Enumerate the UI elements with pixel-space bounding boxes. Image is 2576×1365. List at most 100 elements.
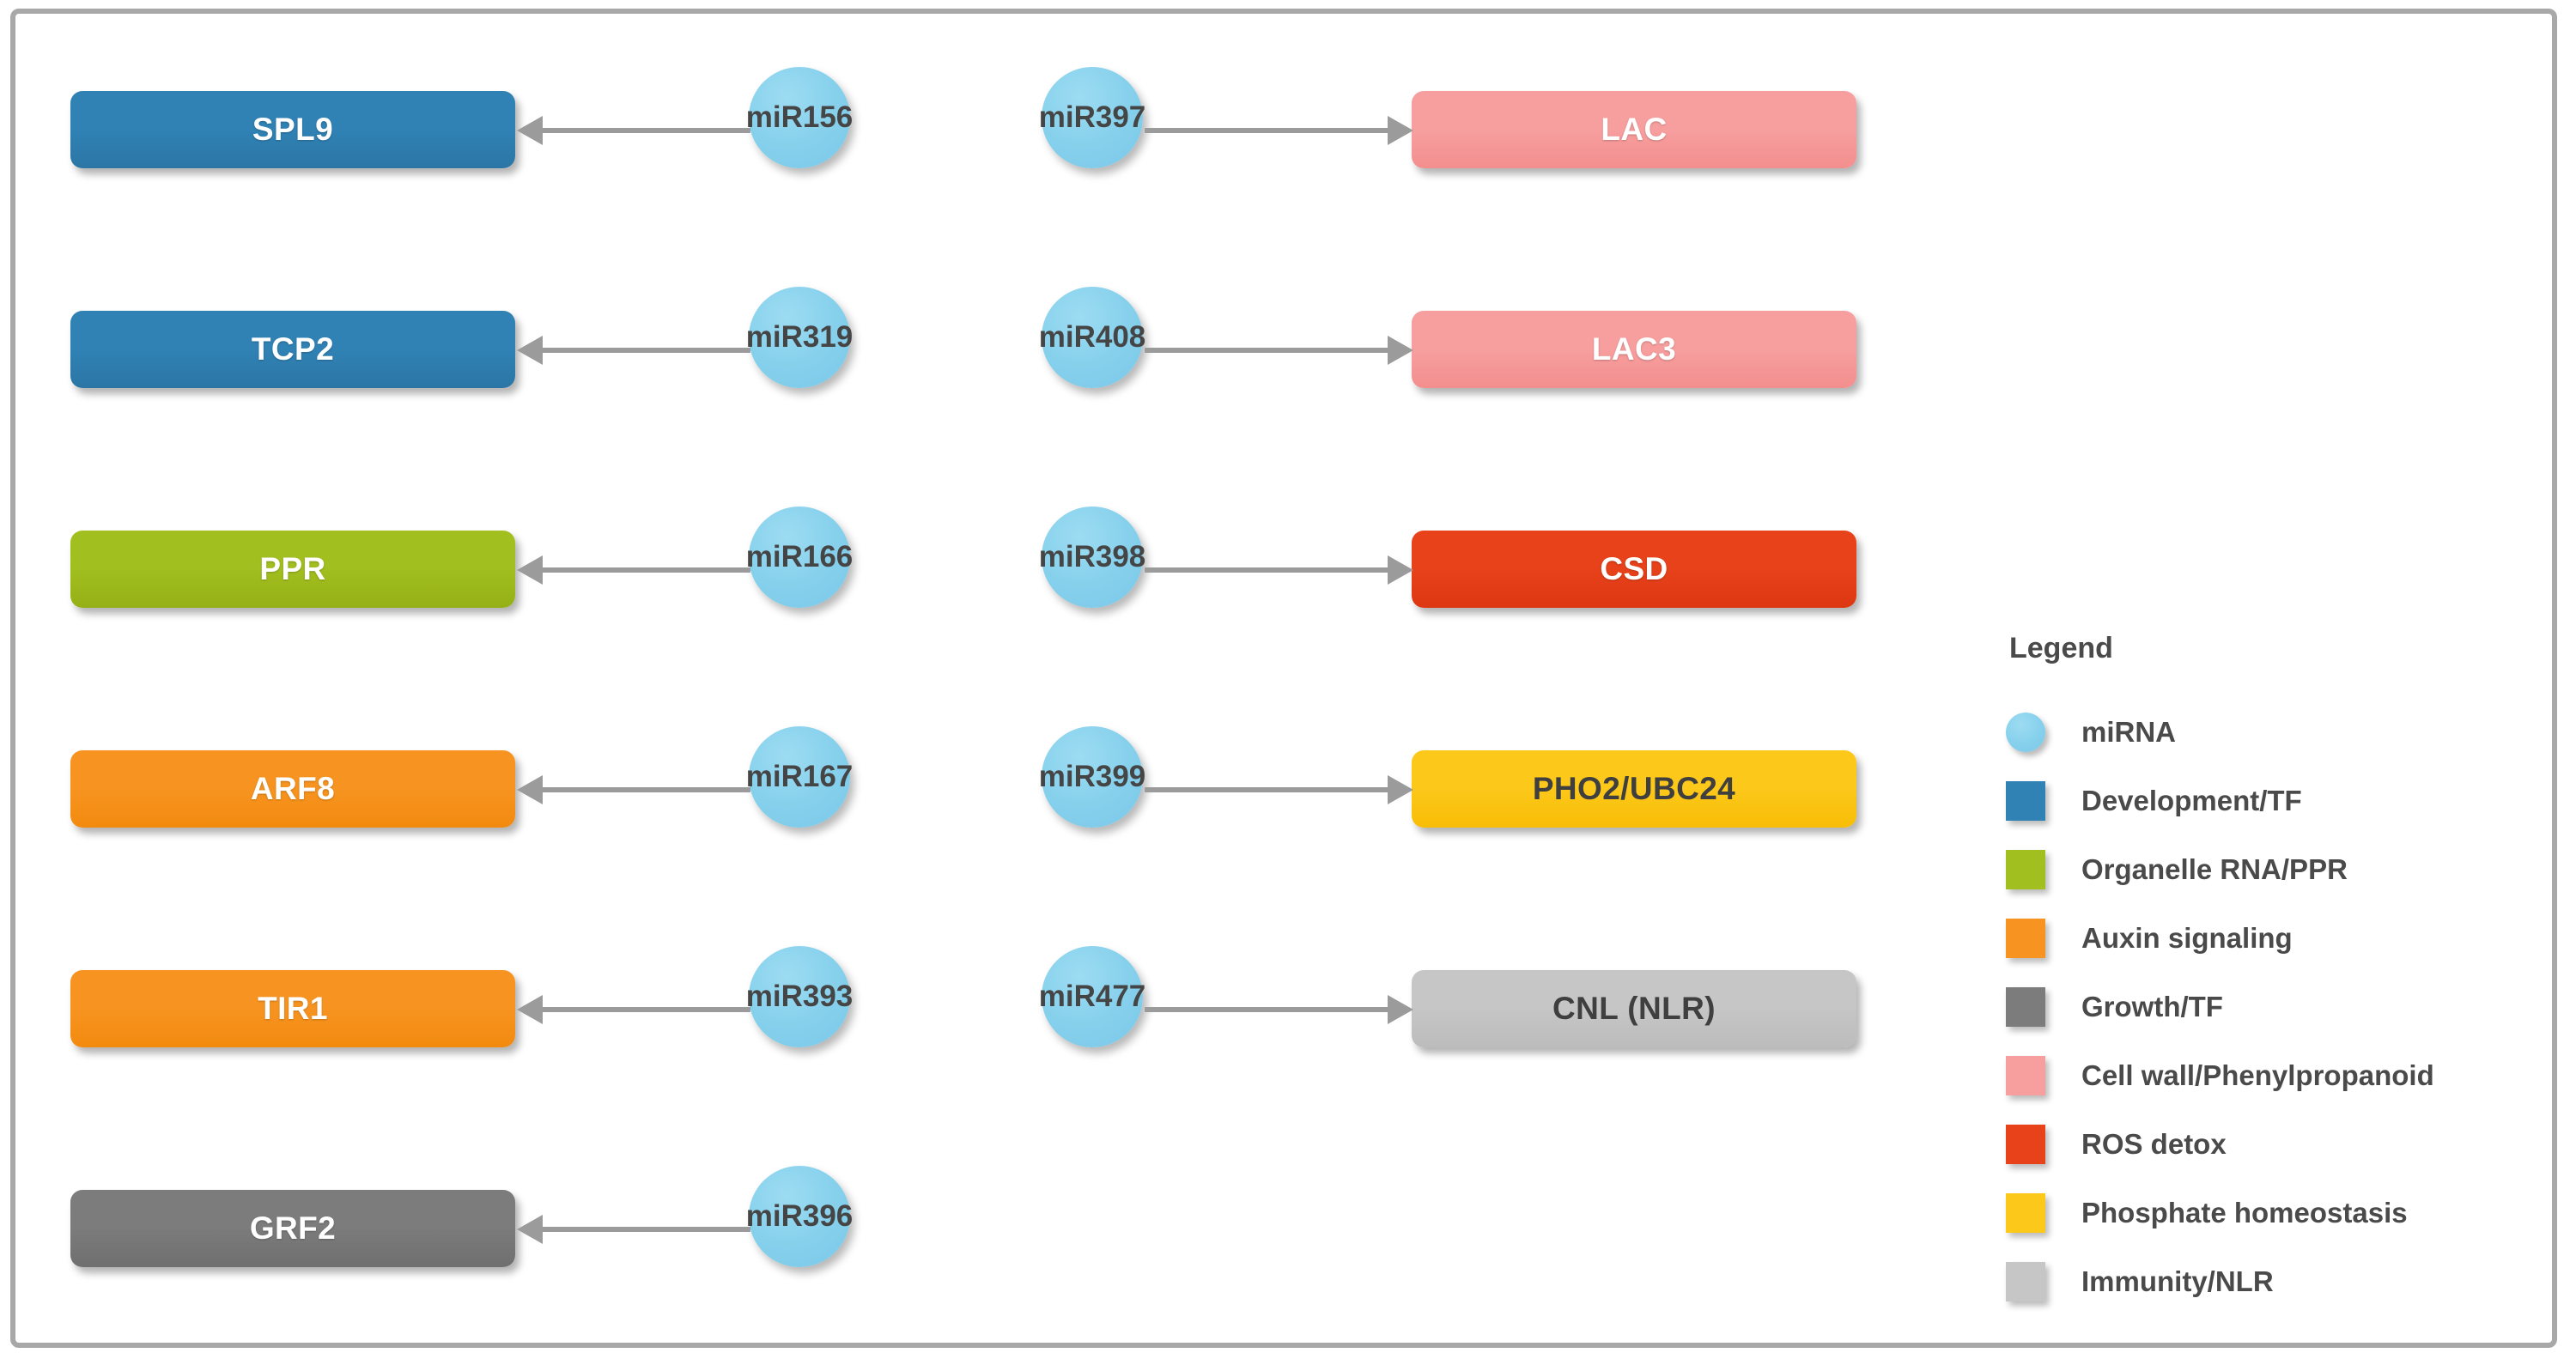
- target-node-label: GRF2: [249, 1210, 337, 1246]
- mirna-node-label: miR398: [1038, 540, 1146, 573]
- legend-item-label: ROS detox: [2081, 1128, 2227, 1160]
- target-node-label: CNL (NLR): [1552, 991, 1716, 1026]
- edge-shaft: [541, 1227, 750, 1232]
- mirna-node-label: miR167: [745, 760, 854, 793]
- legend-square-swatch: [2006, 781, 2045, 821]
- edge-mir477-to-cnl-nlr: [1145, 995, 1413, 1024]
- edge-mir166-to-ppr: [517, 555, 750, 585]
- legend-item-growth-tf[interactable]: Growth/TF: [2006, 973, 2434, 1041]
- legend-items: miRNA Development/TF Organelle RNA/PPR Auxi…: [2006, 698, 2434, 1316]
- target-node-label: PPR: [259, 551, 326, 586]
- edge-mir167-to-arf8: [517, 775, 750, 804]
- target-node-label: TCP2: [251, 331, 335, 367]
- legend-square-swatch: [2006, 1056, 2045, 1095]
- mirna-node-mir166[interactable]: miR166: [746, 507, 853, 608]
- edge-shaft: [541, 787, 750, 792]
- legend-item-label: Immunity/NLR: [2081, 1265, 2274, 1297]
- target-node-label: PHO2/UBC24: [1532, 771, 1736, 806]
- legend-item-ros-detox[interactable]: ROS detox: [2006, 1110, 2434, 1179]
- diagram-frame: [10, 9, 2557, 1348]
- mirna-node-label: miR399: [1038, 760, 1146, 793]
- arrowhead-icon: [517, 775, 543, 804]
- arrowhead-icon: [517, 555, 543, 585]
- target-node-spl9[interactable]: SPL9: [70, 91, 515, 168]
- mirna-node-mir167[interactable]: miR167: [746, 726, 853, 828]
- mirna-node-label: miR408: [1038, 320, 1146, 354]
- mirna-node-mir408[interactable]: miR408: [1038, 287, 1146, 388]
- legend-circle-swatch: [2006, 713, 2045, 752]
- edge-shaft: [541, 128, 750, 133]
- mirna-node-mir156[interactable]: miR156: [746, 67, 853, 168]
- legend-square-swatch: [2006, 1193, 2045, 1233]
- legend-square-swatch: [2006, 919, 2045, 958]
- legend-item-label: Phosphate homeostasis: [2081, 1197, 2408, 1228]
- edge-shaft: [541, 567, 750, 573]
- target-node-label: ARF8: [250, 771, 336, 806]
- mirna-node-label: miR397: [1038, 100, 1146, 134]
- mirna-node-mir477[interactable]: miR477: [1039, 946, 1145, 1047]
- edge-mir156-to-spl9: [517, 116, 750, 145]
- edge-mir408-to-lac3: [1145, 336, 1413, 365]
- target-node-csd[interactable]: CSD: [1412, 531, 1856, 608]
- target-node-tir1[interactable]: TIR1: [70, 970, 515, 1047]
- legend-item-auxin-signaling[interactable]: Auxin signaling: [2006, 904, 2434, 973]
- legend-square-swatch: [2006, 850, 2045, 889]
- edge-shaft: [1145, 787, 1389, 792]
- target-node-label: LAC: [1601, 112, 1668, 147]
- edge-mir396-to-grf2: [517, 1215, 750, 1244]
- arrowhead-icon: [1388, 775, 1413, 804]
- legend-item-development-tf[interactable]: Development/TF: [2006, 767, 2434, 835]
- edge-shaft: [541, 348, 750, 353]
- mirna-node-mir396[interactable]: miR396: [746, 1166, 853, 1267]
- mirna-node-mir397[interactable]: miR397: [1038, 67, 1146, 168]
- mirna-node-label: miR319: [745, 320, 854, 354]
- mirna-node-mir398[interactable]: miR398: [1038, 507, 1146, 608]
- target-node-lac3[interactable]: LAC3: [1412, 311, 1856, 388]
- legend-item-label: Growth/TF: [2081, 991, 2223, 1022]
- target-node-lac[interactable]: LAC: [1412, 91, 1856, 168]
- legend-square-swatch: [2006, 1125, 2045, 1164]
- legend-item-label: Development/TF: [2081, 785, 2302, 816]
- target-node-grf2[interactable]: GRF2: [70, 1190, 515, 1267]
- edge-mir398-to-csd: [1145, 555, 1413, 585]
- edge-shaft: [1145, 128, 1389, 133]
- edge-mir319-to-tcp2: [517, 336, 750, 365]
- edge-mir399-to-pho2-ubc24: [1145, 775, 1413, 804]
- target-node-pho2-ubc24[interactable]: PHO2/UBC24: [1412, 750, 1856, 828]
- mirna-node-label: miR166: [745, 540, 854, 573]
- mirna-node-mir399[interactable]: miR399: [1038, 726, 1146, 828]
- mirna-node-label: miR393: [745, 980, 854, 1013]
- target-node-ppr[interactable]: PPR: [70, 531, 515, 608]
- legend-item-phosphate-homeostasis[interactable]: Phosphate homeostasis: [2006, 1179, 2434, 1247]
- legend-item-label: Organelle RNA/PPR: [2081, 853, 2348, 885]
- edge-mir397-to-lac: [1145, 116, 1413, 145]
- arrowhead-icon: [517, 336, 543, 365]
- arrowhead-icon: [1388, 995, 1413, 1024]
- target-node-tcp2[interactable]: TCP2: [70, 311, 515, 388]
- edge-mir393-to-tir1: [517, 995, 750, 1024]
- arrowhead-icon: [517, 995, 543, 1024]
- mirna-node-mir319[interactable]: miR319: [746, 287, 853, 388]
- arrowhead-icon: [517, 1215, 543, 1244]
- edge-shaft: [1145, 348, 1389, 353]
- legend-item-mirna[interactable]: miRNA: [2006, 698, 2434, 767]
- edge-shaft: [541, 1007, 750, 1012]
- legend-title: Legend: [2009, 632, 2113, 664]
- legend-item-immunity-nlr[interactable]: Immunity/NLR: [2006, 1247, 2434, 1316]
- target-node-arf8[interactable]: ARF8: [70, 750, 515, 828]
- legend-square-swatch: [2006, 1262, 2045, 1301]
- arrowhead-icon: [1388, 116, 1413, 145]
- target-node-cnl-nlr[interactable]: CNL (NLR): [1412, 970, 1856, 1047]
- arrowhead-icon: [517, 116, 543, 145]
- legend-item-organelle-rna-ppr[interactable]: Organelle RNA/PPR: [2006, 835, 2434, 904]
- legend-item-cell-wall-phenylpropanoid[interactable]: Cell wall/Phenylpropanoid: [2006, 1041, 2434, 1110]
- mirna-node-label: miR396: [745, 1199, 854, 1233]
- legend-item-label: Auxin signaling: [2081, 922, 2293, 954]
- target-node-label: LAC3: [1591, 331, 1677, 367]
- edge-shaft: [1145, 1007, 1389, 1012]
- legend-panel: Legend miRNA Development/TF Organelle RNA/…: [2006, 632, 2434, 1316]
- mirna-node-mir393[interactable]: miR393: [746, 946, 853, 1047]
- target-node-label: CSD: [1600, 551, 1668, 586]
- target-node-label: TIR1: [258, 991, 328, 1026]
